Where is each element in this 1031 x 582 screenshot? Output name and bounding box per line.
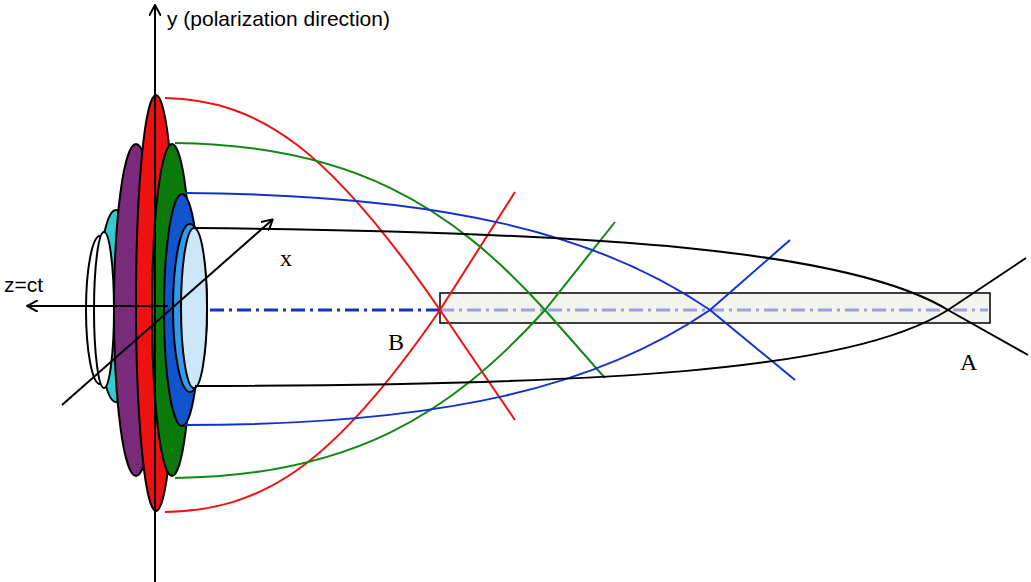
axis-label: y (polarization direction)	[167, 8, 390, 29]
axis-label: x	[280, 246, 292, 270]
axis-dashdot	[440, 309, 988, 312]
axis-dashdot	[210, 309, 440, 312]
focusing-rays	[165, 98, 1028, 512]
axis-label: z=ct	[4, 274, 43, 295]
axes	[28, 6, 272, 582]
focal-region	[440, 293, 990, 323]
point-label: A	[960, 350, 977, 374]
point-label: B	[388, 330, 404, 354]
pulse-disks	[86, 95, 207, 511]
